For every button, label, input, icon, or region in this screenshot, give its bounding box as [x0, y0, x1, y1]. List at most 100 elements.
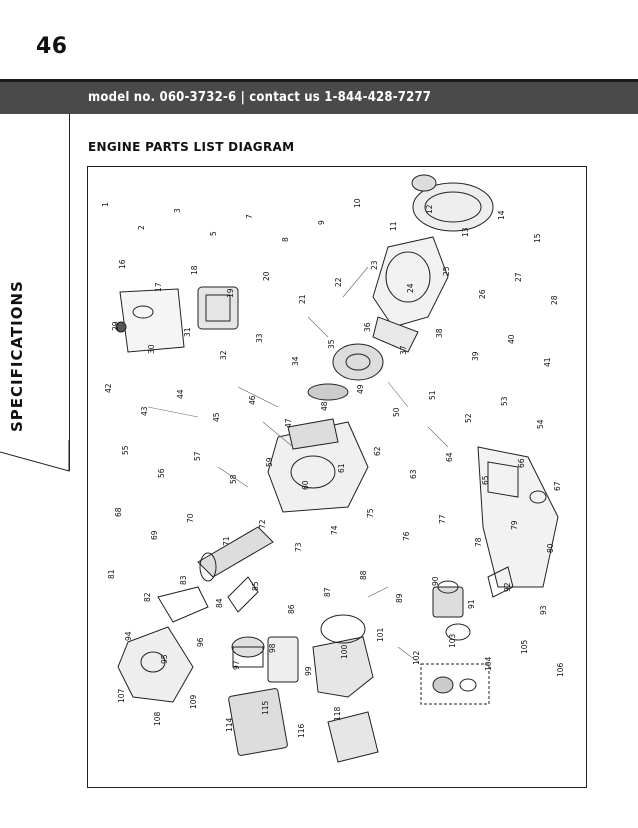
callout-35: 35	[327, 339, 336, 349]
callout-103: 103	[448, 633, 457, 648]
callout-23: 23	[370, 260, 379, 270]
callout-32: 32	[219, 350, 228, 360]
callout-45: 45	[212, 412, 221, 422]
callout-81: 81	[107, 569, 116, 579]
callout-38: 38	[435, 328, 444, 338]
callout-84: 84	[215, 598, 224, 608]
callout-82: 82	[143, 592, 152, 602]
callout-8: 8	[281, 237, 290, 242]
callout-37: 37	[399, 345, 408, 355]
callout-15: 15	[533, 233, 542, 243]
callout-114: 114	[225, 717, 234, 732]
callout-9: 9	[317, 220, 326, 225]
flywheel-illustration	[307, 343, 384, 401]
callout-39: 39	[471, 351, 480, 361]
callout-107: 107	[117, 688, 126, 703]
callout-30: 30	[147, 344, 156, 354]
callout-5: 5	[209, 231, 218, 236]
callout-21: 21	[298, 294, 307, 304]
callout-104: 104	[484, 656, 493, 671]
callout-78: 78	[474, 537, 483, 547]
callout-16: 16	[118, 259, 127, 269]
callout-88: 88	[359, 570, 368, 580]
callout-11: 11	[389, 221, 398, 231]
callout-87: 87	[323, 587, 332, 597]
diagram-title: ENGINE PARTS LIST DIAGRAM	[88, 140, 295, 154]
muffler-illustration	[228, 636, 299, 756]
cylinder-head-illustration	[312, 614, 379, 763]
engine-exploded-diagram: 1235789101112131415161718192021222324252…	[101, 174, 565, 763]
callout-27: 27	[514, 272, 523, 282]
callout-20: 20	[262, 271, 271, 281]
callout-43: 43	[140, 406, 149, 416]
callout-59: 59	[265, 457, 274, 467]
callout-86: 86	[287, 604, 296, 614]
callout-18: 18	[190, 265, 199, 275]
callout-36: 36	[363, 322, 372, 332]
callout-61: 61	[337, 463, 346, 473]
callout-48: 48	[320, 401, 329, 411]
callout-55: 55	[121, 445, 130, 455]
fan-shroud-illustration	[372, 236, 449, 353]
callout-58: 58	[229, 474, 238, 484]
callout-31: 31	[183, 327, 192, 337]
callout-91: 91	[467, 599, 476, 609]
callout-57: 57	[193, 451, 202, 461]
callout-44: 44	[176, 389, 185, 399]
callout-101: 101	[376, 627, 385, 642]
callout-67: 67	[553, 481, 562, 491]
callout-54: 54	[536, 419, 545, 429]
callout-74: 74	[330, 525, 339, 535]
sidebar-divider	[69, 114, 70, 471]
callout-83: 83	[179, 575, 188, 585]
callout-70: 70	[186, 513, 195, 523]
callout-60: 60	[301, 480, 310, 490]
callout-79: 79	[510, 520, 519, 530]
callout-1: 1	[101, 202, 110, 207]
callout-95: 95	[160, 654, 169, 664]
air-filter-illustration	[115, 286, 239, 353]
callout-68: 68	[114, 507, 123, 517]
callout-102: 102	[412, 650, 421, 665]
callout-90: 90	[431, 576, 440, 586]
callout-73: 73	[294, 542, 303, 552]
header-text: model no. 060-3732-6 | contact us 1-844-…	[88, 90, 432, 105]
callout-77: 77	[438, 514, 447, 524]
callout-56: 56	[157, 468, 166, 478]
crankshaft-illustration	[197, 526, 274, 582]
callout-14: 14	[497, 210, 506, 220]
callout-12: 12	[425, 204, 434, 214]
callout-76: 76	[402, 531, 411, 541]
callout-98: 98	[268, 643, 277, 653]
section-label: SPECIFICATIONS	[8, 280, 26, 432]
callout-22: 22	[334, 277, 343, 287]
carburetor-illustration	[432, 566, 514, 641]
callout-108: 108	[153, 711, 162, 726]
callout-40: 40	[507, 334, 516, 344]
callout-92: 92	[503, 582, 512, 592]
callout-100: 100	[340, 644, 349, 659]
callout-7: 7	[245, 214, 254, 219]
callout-72: 72	[258, 519, 267, 529]
header-bar: model no. 060-3732-6 | contact us 1-844-…	[0, 79, 638, 114]
callout-94: 94	[124, 631, 133, 641]
callout-99: 99	[304, 666, 313, 676]
callout-75: 75	[366, 508, 375, 518]
callout-80: 80	[546, 543, 555, 553]
callout-26: 26	[478, 289, 487, 299]
callout-63: 63	[409, 469, 418, 479]
callout-118: 118	[333, 706, 342, 721]
callout-46: 46	[248, 395, 257, 405]
callout-105: 105	[520, 639, 529, 654]
recoil-starter-illustration	[411, 174, 494, 232]
callout-47: 47	[284, 418, 293, 428]
callout-115: 115	[261, 700, 270, 715]
callout-64: 64	[445, 452, 454, 462]
callout-96: 96	[196, 637, 205, 647]
callout-10: 10	[353, 198, 362, 208]
callout-13: 13	[461, 227, 470, 237]
callout-28: 28	[550, 295, 559, 305]
callout-62: 62	[373, 446, 382, 456]
callout-53: 53	[500, 396, 509, 406]
callout-49: 49	[356, 384, 365, 394]
